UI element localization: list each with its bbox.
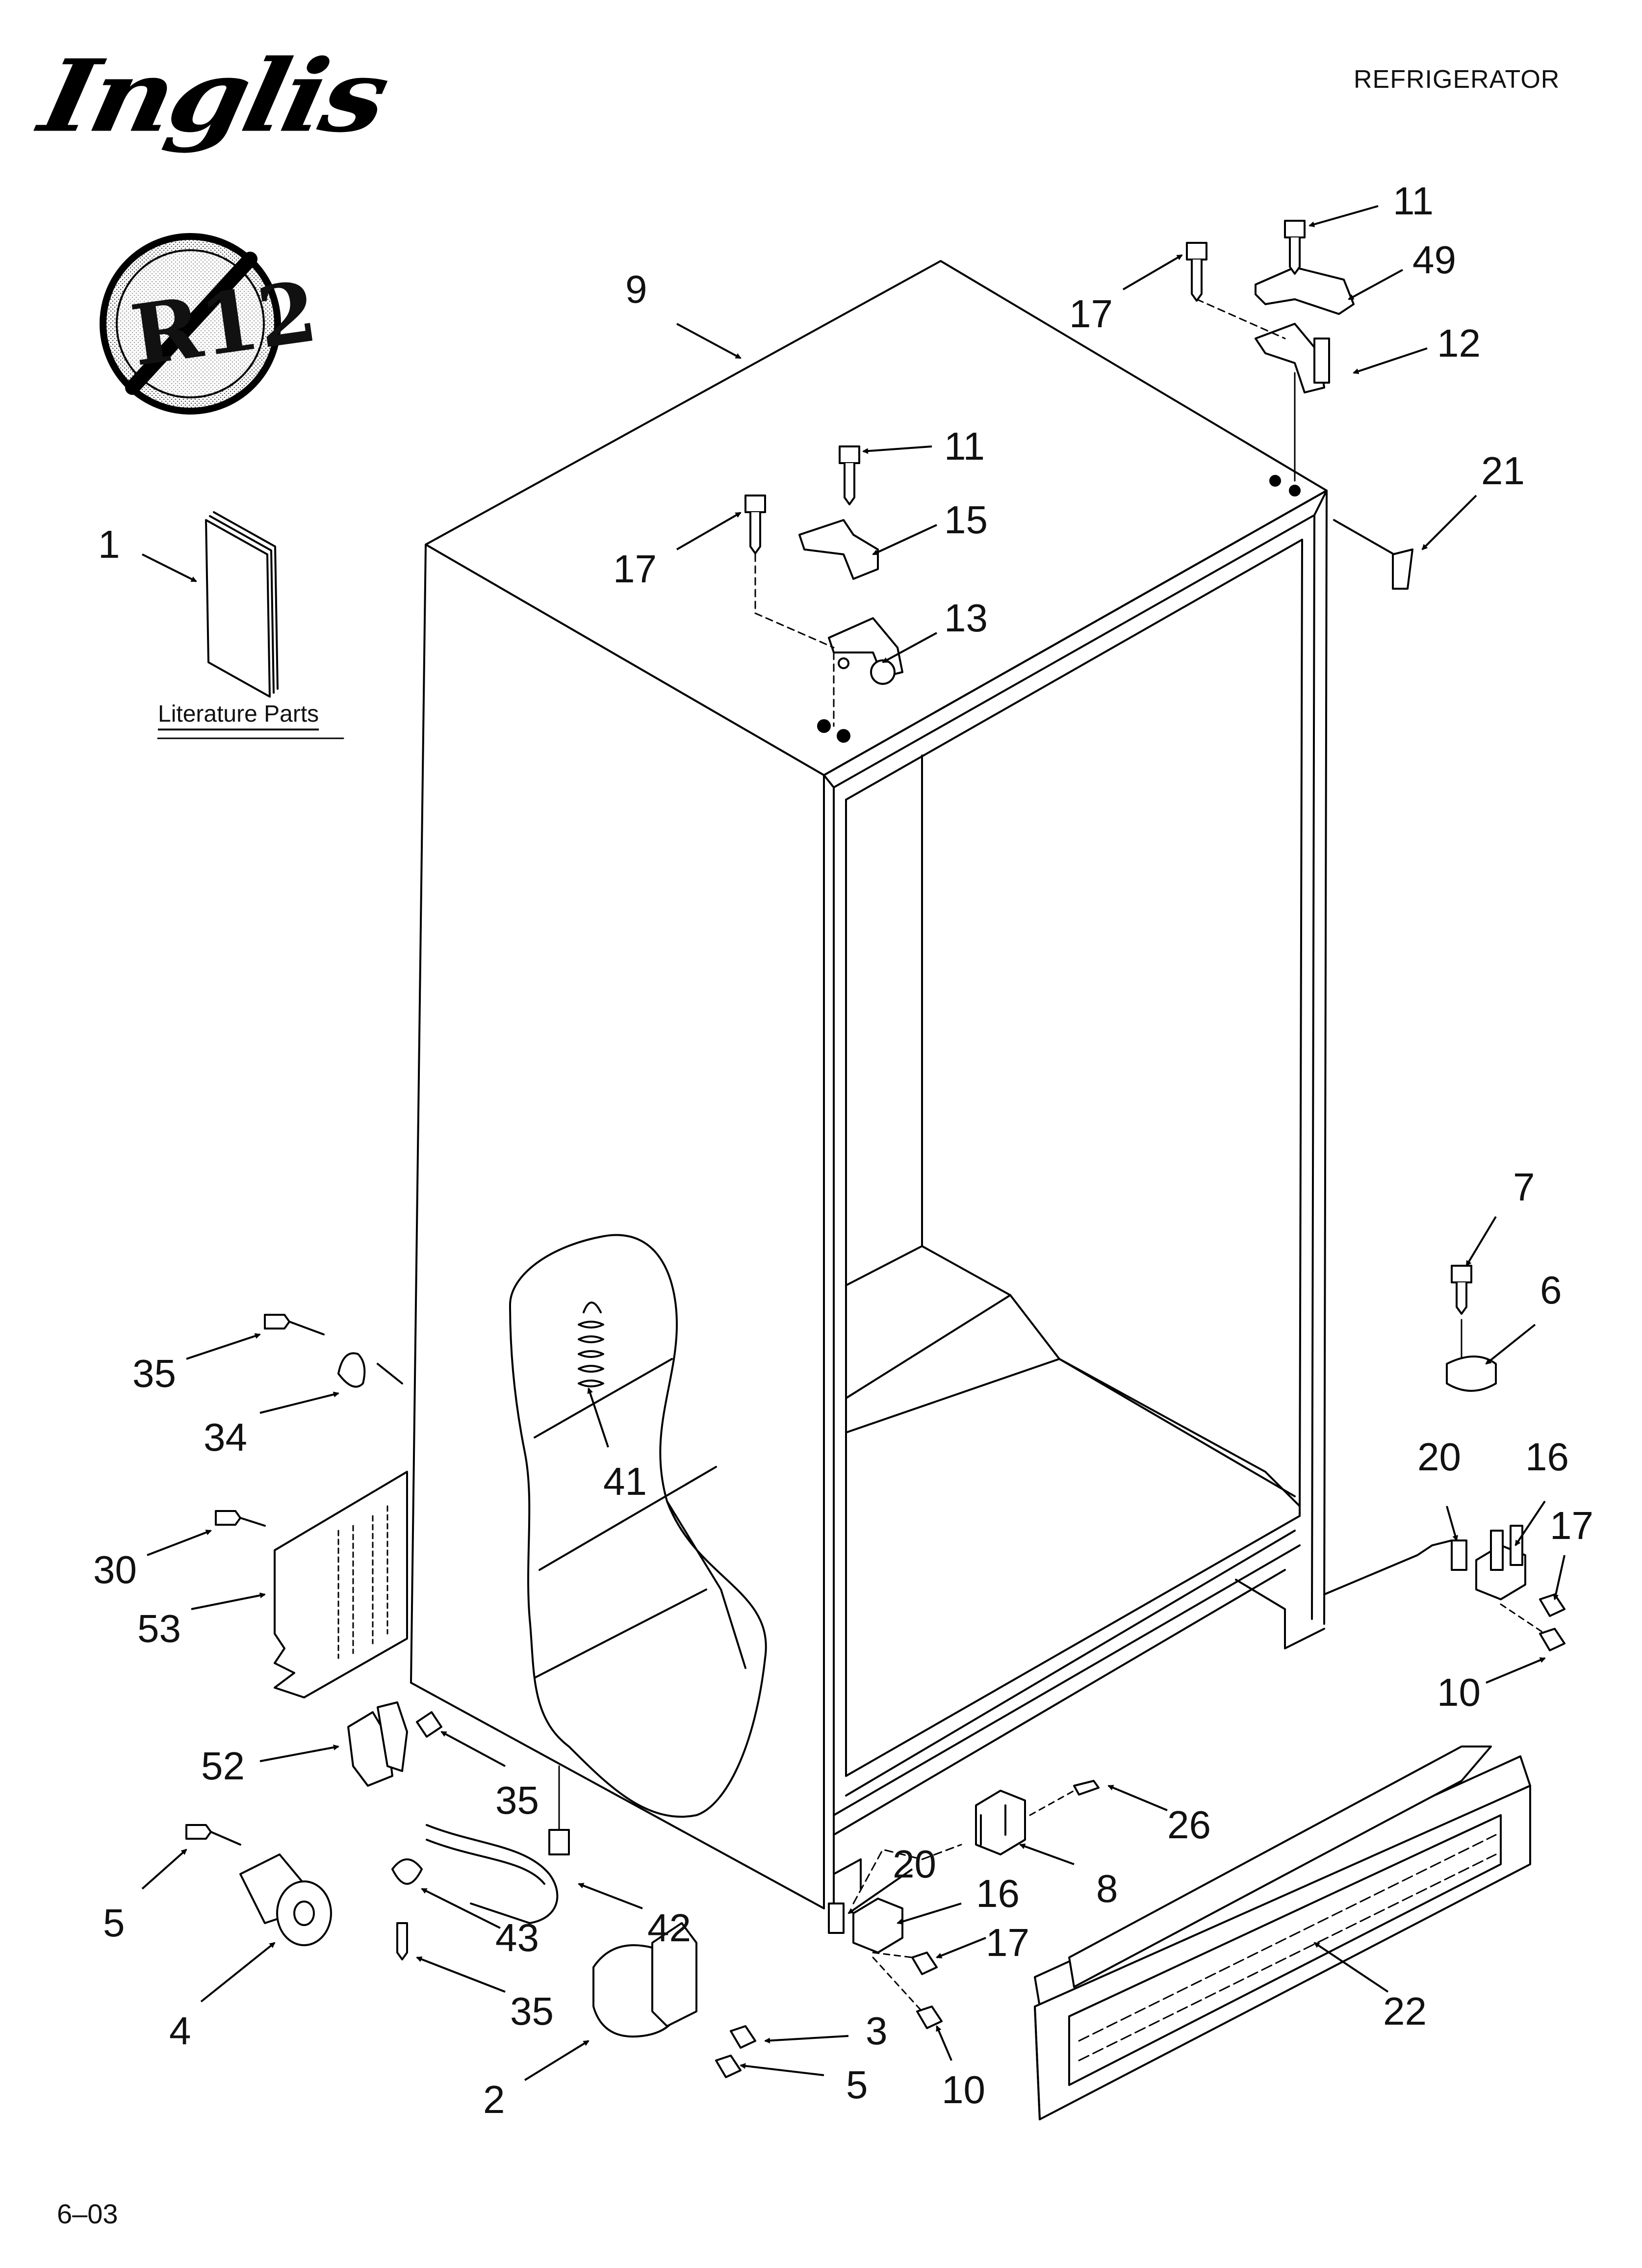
leader-2 <box>524 2040 590 2081</box>
callout-49: 49 <box>1412 238 1456 282</box>
callout-13: 13 <box>944 596 988 640</box>
callout-7: 7 <box>1513 1165 1535 1209</box>
literature-parts-label: Literature Parts <box>158 701 319 727</box>
leader-41 <box>587 1387 609 1448</box>
callout-8: 8 <box>1096 1867 1118 1910</box>
callout-12: 12 <box>1437 321 1481 365</box>
leader-22 <box>1313 1942 1389 1993</box>
callout-22: 22 <box>1383 1989 1427 2033</box>
callout-3: 3 <box>866 2009 888 2053</box>
lower-hinge-right <box>1323 1525 1565 1651</box>
callout-5-center: 5 <box>846 2063 868 2107</box>
revision-code: 6–03 <box>57 2198 118 2229</box>
leader-8 <box>1019 1843 1075 1865</box>
leader-9 <box>676 323 742 359</box>
callout-16-right: 16 <box>1525 1435 1569 1479</box>
bottom-center-parts <box>592 1780 1100 2078</box>
leader-42 <box>578 1882 643 1909</box>
callout-35-b: 35 <box>495 1778 539 1822</box>
leader-13 <box>882 632 937 663</box>
inglis-logo: Inglis <box>31 38 395 155</box>
callout-10-right: 10 <box>1437 1670 1481 1714</box>
callout-10-center: 10 <box>942 2068 985 2112</box>
callout-21: 21 <box>1481 449 1525 493</box>
callout-20-right: 20 <box>1417 1435 1461 1479</box>
leader-10-center <box>936 2025 952 2061</box>
leader-17-center <box>676 512 742 550</box>
callout-5-left: 5 <box>103 1901 125 1945</box>
callout-52: 52 <box>201 1744 245 1788</box>
leader-16-right <box>1514 1500 1546 1546</box>
callout-17-center-lower: 17 <box>986 1921 1029 1964</box>
callout-30: 30 <box>93 1548 137 1591</box>
part-6-7 <box>1446 1265 1497 1392</box>
left-side-parts <box>215 1314 408 1698</box>
leader-35-c <box>416 1956 506 1993</box>
leader-7 <box>1465 1216 1497 1267</box>
callout-4: 4 <box>169 2009 191 2053</box>
callout-16-center: 16 <box>976 1872 1020 1915</box>
leader-17-right-lower <box>1553 1555 1565 1600</box>
callout-17-right: 17 <box>1069 292 1113 336</box>
leader-1 <box>142 553 197 582</box>
coil-41 <box>578 1302 604 1387</box>
leader-34 <box>259 1391 339 1414</box>
leader-11-center <box>862 445 932 454</box>
leader-53 <box>191 1592 266 1610</box>
leader-16-center <box>897 1903 962 1925</box>
callout-17-right-lower: 17 <box>1550 1504 1593 1547</box>
leader-30 <box>147 1529 212 1556</box>
leader-4 <box>200 1942 276 2003</box>
leader-17-center-lower <box>936 1937 986 1958</box>
leader-52 <box>259 1744 339 1762</box>
callout-15: 15 <box>944 498 988 542</box>
leader-6 <box>1485 1324 1536 1365</box>
callout-35-c: 35 <box>510 1989 554 2033</box>
leader-26 <box>1107 1785 1168 1811</box>
callout-6: 6 <box>1540 1268 1562 1312</box>
callout-53: 53 <box>137 1607 181 1650</box>
leader-35-b <box>440 1731 506 1767</box>
callout-1: 1 <box>98 522 120 566</box>
leader-17-right <box>1122 254 1183 290</box>
callout-17-center: 17 <box>613 547 657 591</box>
page-title: REFRIGERATOR <box>1354 65 1560 94</box>
leader-20-center <box>847 1868 913 1914</box>
leader-3 <box>764 2035 849 2044</box>
leader-20-right <box>1446 1506 1459 1541</box>
leader-5-center <box>740 2063 824 2076</box>
callout-11-center: 11 <box>944 424 985 468</box>
leader-12 <box>1353 347 1428 374</box>
callout-20-center: 20 <box>893 1842 936 1886</box>
callout-34: 34 <box>204 1415 247 1459</box>
literature-booklet <box>157 511 344 739</box>
leader-21 <box>1421 495 1477 550</box>
callout-43: 43 <box>495 1916 539 1959</box>
callout-41: 41 <box>603 1460 647 1503</box>
leader-43 <box>421 1888 501 1929</box>
leader-5-left <box>141 1849 187 1890</box>
leader-15 <box>872 524 937 555</box>
leader-10-right <box>1486 1657 1546 1684</box>
refrigerator-cabinet <box>410 260 1328 1909</box>
leader-35-a <box>186 1333 261 1360</box>
leader-49 <box>1348 269 1403 300</box>
callout-9: 9 <box>625 267 647 311</box>
callout-35-a: 35 <box>132 1352 176 1395</box>
callout-42: 42 <box>647 1906 691 1950</box>
bottom-left-parts <box>185 1701 570 1960</box>
no-r12-badge <box>100 233 281 415</box>
top-hinge-center <box>744 445 903 743</box>
callout-26: 26 <box>1167 1803 1211 1847</box>
callout-2: 2 <box>483 2078 505 2121</box>
leader-11-right <box>1308 205 1379 228</box>
callout-11-right: 11 <box>1393 179 1434 223</box>
toe-grille <box>1034 1746 1531 2120</box>
top-hinge-right <box>1186 220 1413 590</box>
